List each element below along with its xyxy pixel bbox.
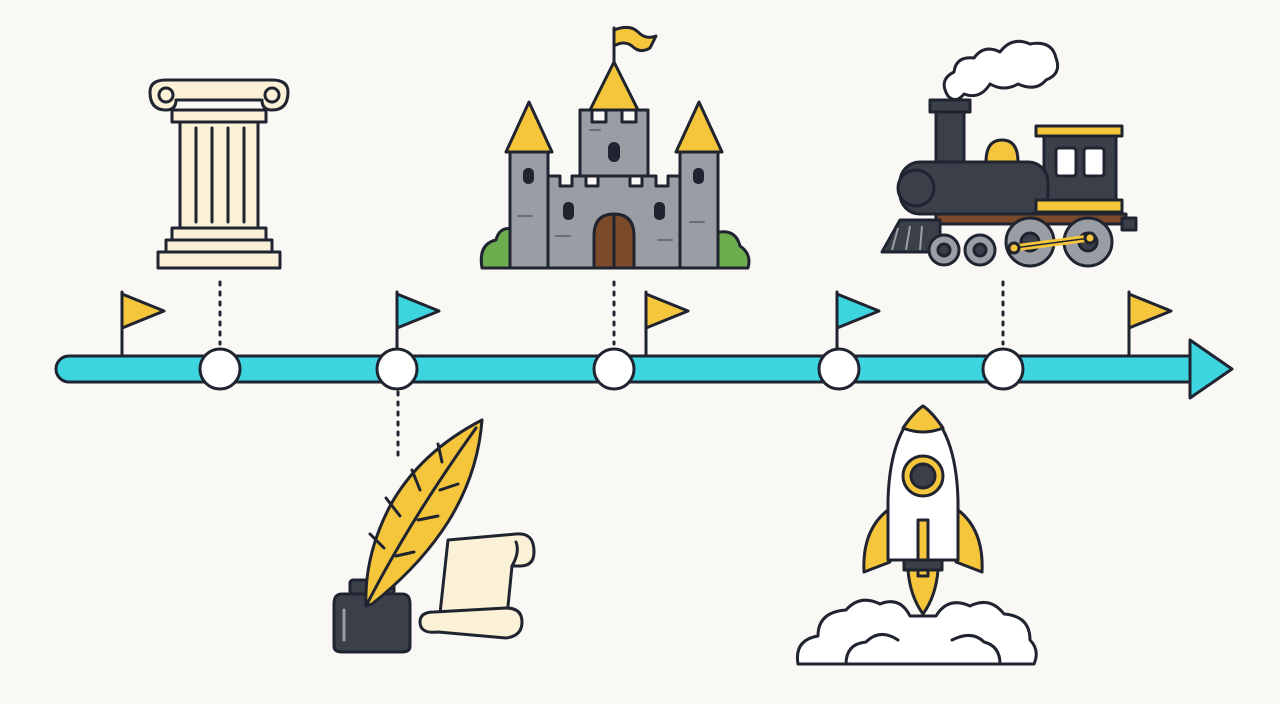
connector-lines [218, 280, 1005, 458]
flag-icon [1127, 290, 1173, 358]
flag-icon [835, 290, 881, 350]
timeline-node [198, 347, 242, 391]
timeline-node [375, 347, 419, 391]
flag-markers [120, 290, 1173, 358]
timeline-nodes [198, 347, 1025, 391]
timeline-arrowhead [1188, 338, 1234, 400]
castle-icon [479, 25, 751, 270]
flag-icon [612, 25, 658, 53]
timeline-node [981, 347, 1025, 391]
smoke-cloud-icon [942, 39, 1060, 101]
feather-icon [364, 418, 484, 608]
flag-icon [644, 290, 690, 358]
timeline-node [592, 347, 636, 391]
quill-ink-scroll-icon [332, 418, 536, 654]
rocket-icon [795, 404, 1038, 666]
scroll-icon [436, 532, 536, 634]
flame-icon [906, 568, 940, 616]
steam-locomotive-icon [880, 39, 1138, 268]
flag-icon [120, 290, 166, 358]
flag-icon [395, 290, 441, 350]
ionic-column-icon [148, 78, 290, 270]
timeline-node [817, 347, 861, 391]
cloud-icon [795, 598, 1038, 666]
